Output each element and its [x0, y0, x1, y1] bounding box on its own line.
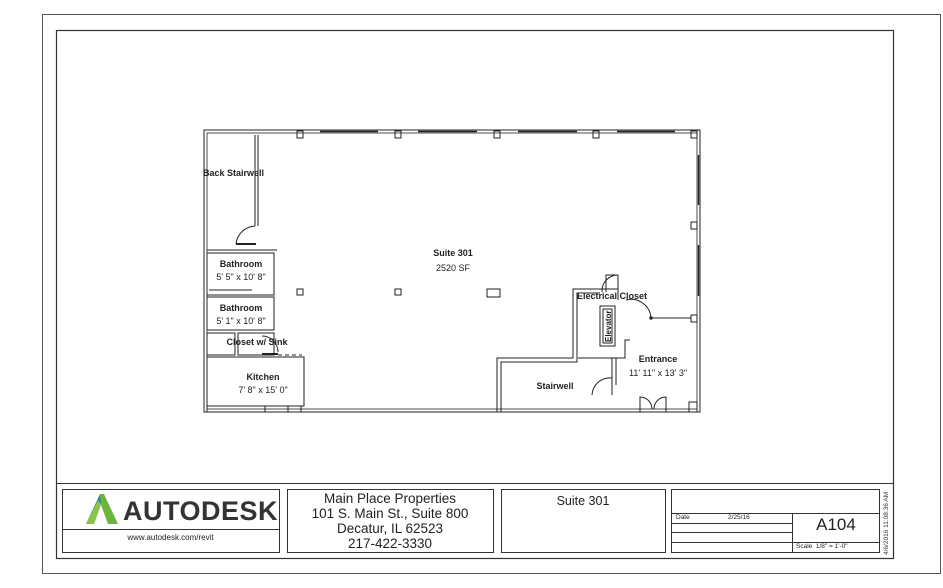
client-info: Main Place Properties 101 S. Main St., S…	[287, 491, 493, 551]
room-name: Elevator	[604, 310, 613, 342]
room-name: Entrance	[639, 354, 678, 364]
room-name: Back Stairwell	[203, 168, 264, 178]
room-size: 5' 5" x 10' 8"	[216, 272, 265, 282]
scale-label: Scale	[796, 543, 813, 550]
room-area: 2520 SF	[436, 263, 471, 273]
date-value: 2/25/16	[728, 514, 750, 521]
room-name: Kitchen	[246, 372, 279, 382]
client-address-line1: 101 S. Main St., Suite 800	[311, 506, 469, 521]
inner-frame	[55, 29, 895, 560]
logo-text: AUTODESK	[123, 496, 278, 526]
room-labels: Back Stairwell Suite 301 2520 SF Bathroo…	[203, 168, 687, 395]
room-name: Electrical Closet	[577, 291, 647, 301]
project-name: Suite 301	[556, 494, 610, 508]
room-size: 7' 8" x 15' 0"	[238, 385, 287, 395]
room-name: Closet w/ Sink	[226, 337, 288, 347]
room-name: Stairwell	[536, 381, 573, 391]
client-name: Main Place Properties	[323, 491, 457, 506]
outer-frame	[42, 14, 941, 574]
logo-url: www.autodesk.com/revit	[127, 533, 214, 542]
client-address-line2: Decatur, IL 62523	[336, 521, 444, 536]
date-label: Date	[676, 514, 690, 521]
room-size: 5' 1" x 10' 8"	[216, 316, 265, 326]
room-name: Suite 301	[433, 248, 473, 258]
room-name: Bathroom	[220, 303, 263, 313]
sheet-number: A104	[816, 515, 856, 534]
scale-value: 1/8" = 1'-0"	[815, 543, 848, 550]
client-phone: 217-422-3330	[347, 536, 433, 551]
timestamp: 4/6/2016 11:08:36 AM	[883, 492, 890, 555]
scale: Scale 1/8" = 1'-0"	[796, 543, 848, 550]
room-size: 11' 11" x 13' 3"	[629, 368, 687, 378]
floor-plan	[203, 129, 701, 413]
room-name: Bathroom	[220, 259, 263, 269]
autodesk-logo-icon	[86, 494, 118, 524]
title-block	[62, 489, 880, 553]
